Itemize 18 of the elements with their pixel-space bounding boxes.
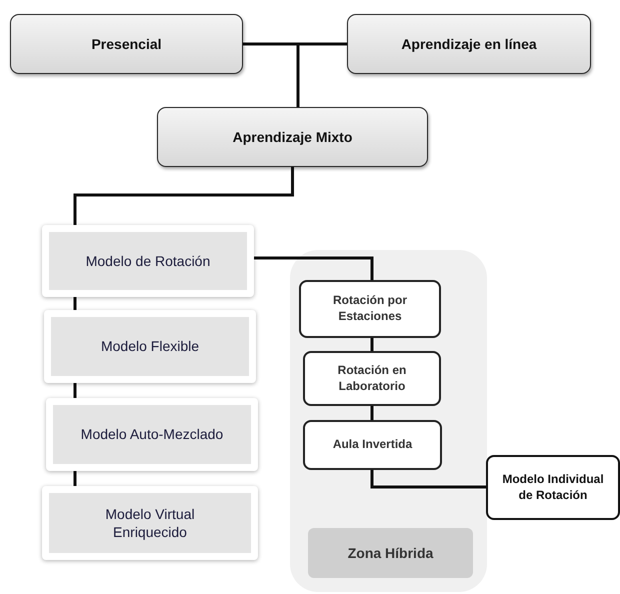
rotation-box: Aula Invertida [303,420,442,470]
connector-line [296,42,347,107]
connector-line [370,470,486,488]
rotation-box: Rotación en Laboratorio [303,351,441,406]
connector-line [74,297,76,310]
connector-line [74,383,76,398]
rotation-box: Rotación por Estaciones [299,280,441,338]
category-box: Presencial [10,14,243,74]
zone-panel [290,250,487,592]
zone-label-box: Zona Híbrida [308,528,473,578]
category-box: Aprendizaje en línea [347,14,591,74]
connector-line [370,338,374,351]
connector-line [74,471,76,486]
connector-line [74,167,294,225]
connector-line [254,256,374,280]
category-box: Aprendizaje Mixto [157,107,428,167]
connector-line [370,406,374,420]
rotation-box: Modelo Individual de Rotación [486,455,620,520]
